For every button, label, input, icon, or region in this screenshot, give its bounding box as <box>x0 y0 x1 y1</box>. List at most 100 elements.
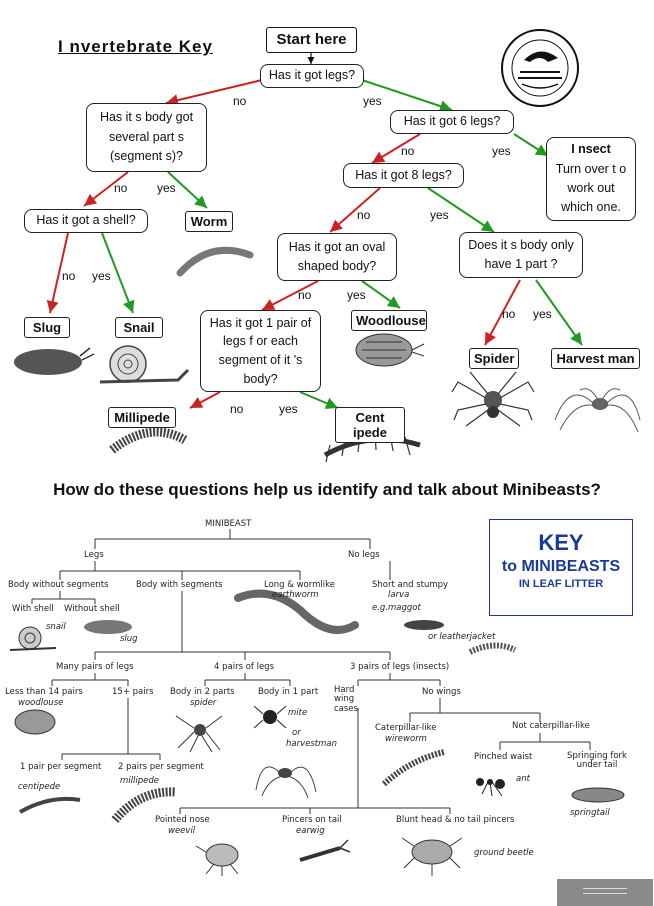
arrow-shell-yes <box>101 232 135 314</box>
tree-slug: slug <box>120 634 138 644</box>
label-slug: Slug <box>24 317 70 338</box>
key-box-line1: KEY <box>538 530 584 555</box>
arrow-8-no <box>329 187 381 233</box>
arrow-6-yes <box>513 133 549 157</box>
tree-not-caterpillar: Not caterpillar-like <box>512 721 590 731</box>
question-8-legs: Has it got 8 legs? <box>343 163 464 188</box>
tree-earwig: earwig <box>296 826 325 836</box>
section-heading: How do these questions help us identify … <box>53 480 601 499</box>
arrow-1pair-yes <box>299 391 339 409</box>
page-tab-handle[interactable] <box>557 879 653 906</box>
tree-body-with-segments: Body with segments <box>136 580 223 590</box>
tree-maggot-icon <box>404 620 444 630</box>
question-oval: Has it got an oval shaped body? <box>277 233 397 281</box>
edge-shell-yes: yes <box>92 269 111 283</box>
tree-leatherjacket: or leatherjacket <box>428 632 496 642</box>
label-centipede: Cent ipede <box>335 407 405 443</box>
tree-root: MINIBEAST <box>205 519 252 529</box>
tree-pincers-tail: Pincers on tail <box>282 815 342 825</box>
handle-line-2 <box>583 893 627 894</box>
start-node: Start here <box>266 27 357 53</box>
tree-ant-icon <box>476 778 505 797</box>
tree-springtail: springtail <box>570 808 610 818</box>
question-1-part: Does it s body only have 1 part ? <box>459 232 583 278</box>
tree-caterpillar-like: Caterpillar-like <box>375 723 437 733</box>
tree-larva: larva <box>388 590 410 600</box>
question-segments: Has it s body got several part s (segmen… <box>86 103 207 172</box>
spider-icon <box>451 371 535 427</box>
tree-millipede: millipede <box>120 776 159 786</box>
insect-node: I nsect Turn over t o work out which one… <box>546 137 636 221</box>
tree-springing-fork: Springing fork under tail <box>567 751 627 771</box>
tree-mite: mite <box>288 708 308 718</box>
tree-blunt-head: Blunt head & no tail pincers <box>396 815 515 825</box>
woodlouse-icon <box>355 333 425 367</box>
tree-snail-icon <box>9 626 57 651</box>
tree-snail: snail <box>46 622 66 632</box>
tree-three-pairs: 3 pairs of legs (insects) <box>350 662 450 672</box>
tree-one-pair-per-seg: 1 pair per segment <box>20 762 102 772</box>
tree-slug-icon <box>84 620 132 634</box>
key-box: KEY to MINIBEASTS IN LEAF LITTER <box>489 519 633 616</box>
arrow-legs-yes <box>361 79 453 112</box>
label-woodlouse: Woodlouse <box>351 310 427 331</box>
tree-earthworm-icon <box>234 589 359 634</box>
key-box-line3: IN LEAF LITTER <box>518 578 604 590</box>
tree-weevil-icon <box>195 843 239 876</box>
edge-1pair-yes: yes <box>279 402 298 416</box>
tree-harvestman-icon <box>255 766 317 799</box>
tree-wireworm-icon <box>381 749 445 787</box>
question-1-pair: Has it got 1 pair of legs f or each segm… <box>200 310 321 392</box>
edge-1pair-no: no <box>230 402 244 416</box>
tree-spider-icon <box>175 715 223 753</box>
tree-woodlouse-icon <box>14 709 56 735</box>
tree-legs: Legs <box>84 550 104 560</box>
slug-icon <box>14 347 95 375</box>
edge-oval-no: no <box>298 288 312 302</box>
arrow-1part-no <box>484 279 521 346</box>
edge-oval-yes: yes <box>347 288 366 302</box>
tree-ant: ant <box>516 774 530 784</box>
tree-millipede-icon <box>111 787 176 823</box>
arrow-6-no <box>371 133 421 164</box>
tree-body-without-segments: Body without segments <box>8 580 109 590</box>
label-harvestman: Harvest man <box>551 348 640 369</box>
tree-without-shell: Without shell <box>64 604 120 614</box>
edge-seg-yes: yes <box>157 181 176 195</box>
label-snail: Snail <box>115 317 163 338</box>
harvestman-icon <box>554 388 641 433</box>
edge-legs-no: no <box>233 94 247 108</box>
question-legs: Has it got legs? <box>260 64 364 88</box>
edge-6-yes: yes <box>492 144 511 158</box>
tree-harvestman: harvestman <box>286 739 337 749</box>
arrow-8-yes <box>427 187 495 233</box>
arrow-1pair-no <box>189 391 221 409</box>
worm-icon <box>176 246 254 277</box>
edge-legs-yes: yes <box>363 94 382 108</box>
arrow-seg-yes <box>167 171 208 209</box>
tree-body-2-parts: Body in 2 parts <box>170 687 235 697</box>
flowchart-title: I nvertebrate Key <box>58 37 213 56</box>
tree-pinched-waist: Pinched waist <box>474 752 533 762</box>
arrow-shell-no <box>46 232 69 314</box>
tree-pointed-nose: Pointed nose <box>155 815 210 825</box>
tree-less-than-14: Less than 14 pairs <box>5 687 83 697</box>
tree-centipede-icon <box>19 796 81 814</box>
tree-mite-icon <box>253 705 287 729</box>
arrow-oval-yes <box>361 280 401 309</box>
insect-text: Turn over t o work out which one. <box>555 161 627 215</box>
tree-leatherjacket-icon <box>468 642 517 655</box>
tree-with-shell: With shell <box>12 604 54 614</box>
tree-many-pairs: Many pairs of legs <box>56 662 134 672</box>
key-box-line2: to MINIBEASTS <box>501 558 621 575</box>
arrow-oval-no <box>261 280 319 311</box>
tree-body-1-part: Body in 1 part <box>258 687 319 697</box>
tree-short-stumpy: Short and stumpy <box>372 580 449 590</box>
label-millipede: Millipede <box>108 407 176 428</box>
edge-seg-no: no <box>114 181 128 195</box>
edge-8-no: no <box>357 208 371 222</box>
edge-6-no: no <box>401 144 415 158</box>
tree-ground-beetle: ground beetle <box>474 848 534 858</box>
question-6-legs: Has it got 6 legs? <box>390 110 514 134</box>
